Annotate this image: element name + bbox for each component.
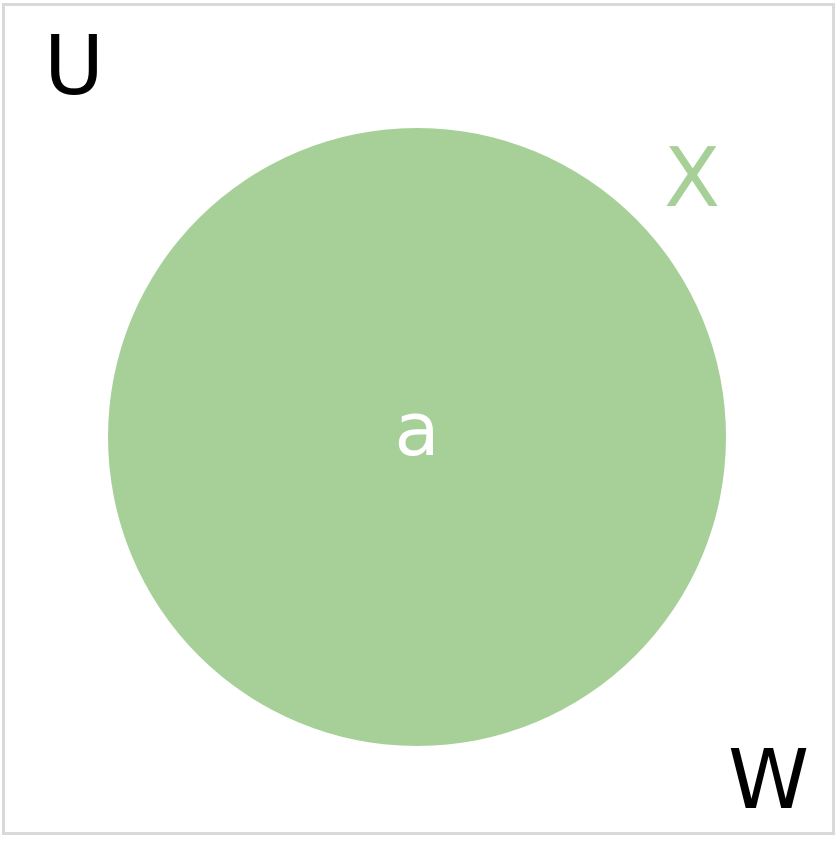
- corner-label: W: [728, 733, 810, 828]
- set-x-label: X: [664, 131, 721, 226]
- set-x-element: a: [394, 387, 440, 473]
- universe-label: U: [44, 19, 105, 114]
- set-x-circle: a: [108, 128, 726, 746]
